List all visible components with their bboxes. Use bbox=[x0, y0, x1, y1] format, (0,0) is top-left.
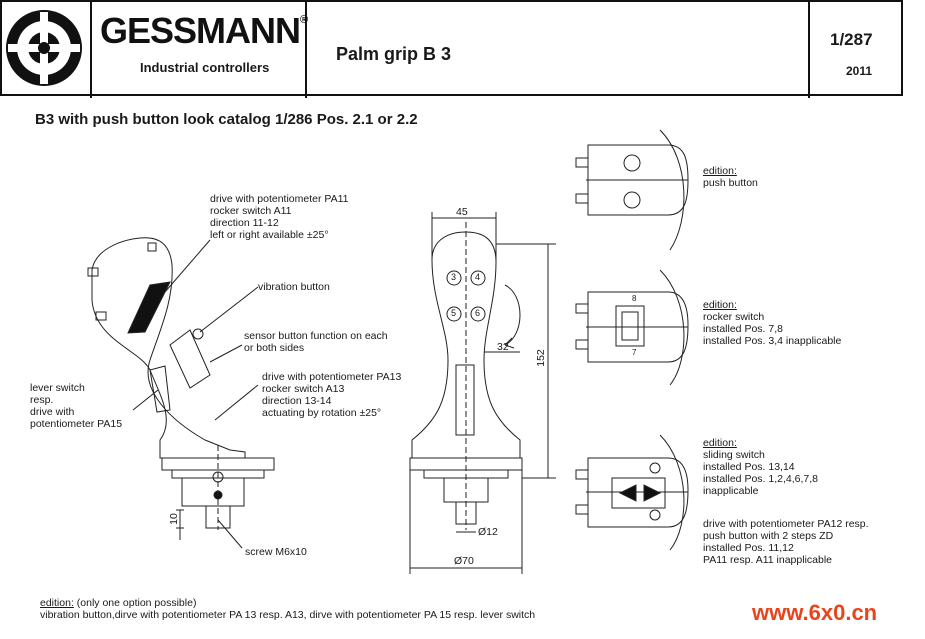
button-number: 3 bbox=[451, 272, 457, 282]
front-view bbox=[409, 212, 556, 574]
dimension-152: 152 bbox=[534, 349, 547, 367]
label-sensor-button: sensor button function on each or both s… bbox=[244, 330, 388, 354]
section-heading: B3 with push button look catalog 1/286 P… bbox=[35, 111, 418, 128]
label-screw: screw M6x10 bbox=[245, 546, 307, 558]
divider bbox=[90, 2, 92, 98]
label-vibration-button: vibration button bbox=[258, 281, 330, 293]
divider bbox=[808, 2, 810, 98]
dimension-12: Ø12 bbox=[478, 526, 498, 538]
company-logo bbox=[6, 10, 82, 86]
button-number: 6 bbox=[475, 308, 481, 318]
button-number: 5 bbox=[451, 308, 457, 318]
sheet-number: 1/287 bbox=[830, 30, 873, 49]
footer-note: edition: (only one option possible) vibr… bbox=[40, 597, 536, 621]
dimension-70: Ø70 bbox=[454, 555, 474, 567]
button-number: 4 bbox=[475, 272, 481, 282]
title-block bbox=[0, 0, 903, 98]
edition-detail-rocker-switch bbox=[575, 269, 689, 386]
dimension-45: 45 bbox=[456, 206, 468, 218]
rocker-mark: 7 bbox=[632, 348, 637, 357]
label-drive-pa13: drive with potentiometer PA13 rocker swi… bbox=[262, 371, 402, 419]
side-view bbox=[87, 237, 275, 549]
dimension-32: 32 bbox=[497, 341, 509, 353]
label-drive-pa11: drive with potentiometer PA11 rocker swi… bbox=[210, 193, 349, 241]
divider bbox=[305, 2, 307, 98]
edition-detail-push-button bbox=[575, 129, 689, 251]
edition-4: drive with potentiometer PA12 resp. push… bbox=[703, 518, 869, 566]
brand-subtitle: Industrial controllers bbox=[140, 60, 270, 75]
watermark: www.6x0.cn bbox=[752, 600, 878, 625]
edition-1: edition:push button bbox=[703, 165, 758, 189]
edition-3: edition:sliding switch installed Pos. 13… bbox=[703, 437, 818, 497]
sheet-year: 2011 bbox=[846, 64, 873, 78]
brand-name: GESSMANN® bbox=[100, 10, 308, 51]
edition-detail-sliding-switch bbox=[575, 434, 689, 551]
document-title: Palm grip B 3 bbox=[336, 44, 452, 64]
label-lever-switch: lever switch resp. drive with potentiome… bbox=[30, 382, 123, 430]
rocker-mark: 8 bbox=[632, 294, 637, 303]
dimension-10: 10 bbox=[167, 513, 180, 525]
edition-2: edition:rocker switch installed Pos. 7,8… bbox=[703, 299, 842, 347]
